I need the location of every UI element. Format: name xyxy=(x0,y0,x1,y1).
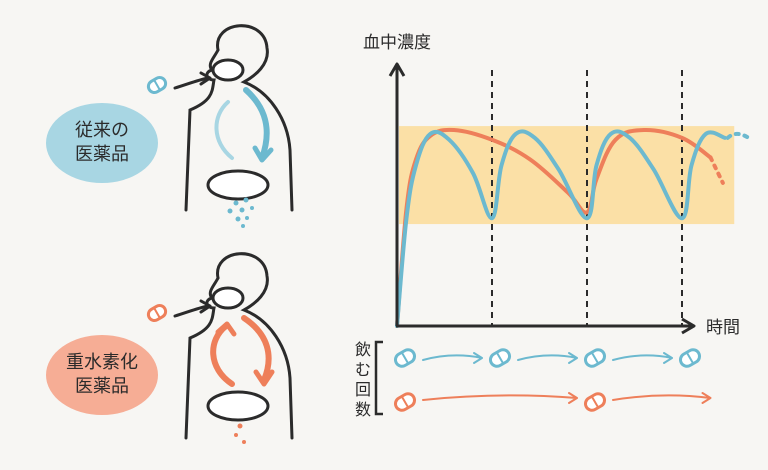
y-axis-arrowhead xyxy=(388,62,406,77)
circulation-arrowhead-bottom xyxy=(253,369,275,387)
y-axis-label: 血中濃度 xyxy=(363,33,431,53)
label-conventional-line1: 従来の xyxy=(75,120,129,141)
series-line-conventional xyxy=(395,129,727,328)
x-axis-arrowhead xyxy=(681,317,696,335)
body-outline-top xyxy=(216,24,294,212)
dose-arrow-deuterated-2 xyxy=(612,392,712,404)
arrow-head-bottom xyxy=(199,299,212,314)
pill-top xyxy=(146,76,168,94)
dose-row-conventional xyxy=(393,348,702,368)
dose-pill-conventional-4 xyxy=(678,348,702,368)
figure-conventional xyxy=(146,24,294,228)
excretion-drops-bottom xyxy=(234,423,246,444)
arrow-into-mouth-top xyxy=(173,76,210,90)
liver-top xyxy=(206,169,270,201)
dose-label-char-2: む xyxy=(355,360,371,379)
dose-pill-conventional-3 xyxy=(583,348,607,368)
pill-bottom xyxy=(146,304,168,322)
series-tail-conventional xyxy=(725,131,751,140)
dose-pill-deuterated-1 xyxy=(393,392,417,412)
dose-time-markers xyxy=(491,70,683,326)
therapeutic-window-band xyxy=(399,126,735,225)
dose-label-char-1: 飲 xyxy=(355,340,371,359)
dose-label-char-3: 回 xyxy=(355,380,371,399)
circulation-arrow-right-bottom xyxy=(241,315,272,383)
label-bubble-conventional: 従来の 医薬品 xyxy=(46,103,158,183)
circulation-arrow-left-bottom xyxy=(210,323,235,387)
dose-arrow-conventional-1 xyxy=(422,352,483,364)
circulation-arrow-right-top xyxy=(243,87,270,161)
concentration-chart: 血中濃度 時間 xyxy=(363,33,751,338)
label-deuterated-line2: 医薬品 xyxy=(75,376,129,397)
dose-pill-conventional-1 xyxy=(393,348,417,368)
body-outline-bottom xyxy=(216,252,294,440)
circulation-arrowhead-left-bottom xyxy=(215,321,237,337)
arrow-into-mouth-bottom xyxy=(173,304,210,318)
mouth-bottom xyxy=(211,286,245,310)
dose-label-char-4: 数 xyxy=(355,400,371,419)
dose-arrow-conventional-3 xyxy=(612,352,673,364)
label-conventional-line2: 医薬品 xyxy=(75,144,129,165)
dose-count-section: 飲 む 回 数 xyxy=(355,340,712,419)
liver-bottom xyxy=(206,390,270,422)
dose-pill-conventional-2 xyxy=(488,348,512,368)
mouth-top xyxy=(211,58,245,82)
excretion-drops-top xyxy=(227,197,254,228)
x-axis-label: 時間 xyxy=(706,318,740,338)
series-tail-deuterated xyxy=(708,155,725,185)
arrow-head-top xyxy=(199,71,212,86)
label-deuterated-line1: 重水素化 xyxy=(66,352,138,373)
label-bubble-deuterated: 重水素化 医薬品 xyxy=(46,335,158,415)
dose-pill-deuterated-2 xyxy=(583,392,607,412)
dose-bracket xyxy=(374,340,383,416)
dose-arrow-deuterated-1 xyxy=(422,392,578,404)
circulation-arrow-left-top xyxy=(214,100,234,160)
circulation-arrowhead-top xyxy=(252,145,274,163)
dose-arrow-conventional-2 xyxy=(517,352,578,364)
figure-deuterated xyxy=(146,252,294,444)
dose-row-deuterated xyxy=(393,392,712,412)
